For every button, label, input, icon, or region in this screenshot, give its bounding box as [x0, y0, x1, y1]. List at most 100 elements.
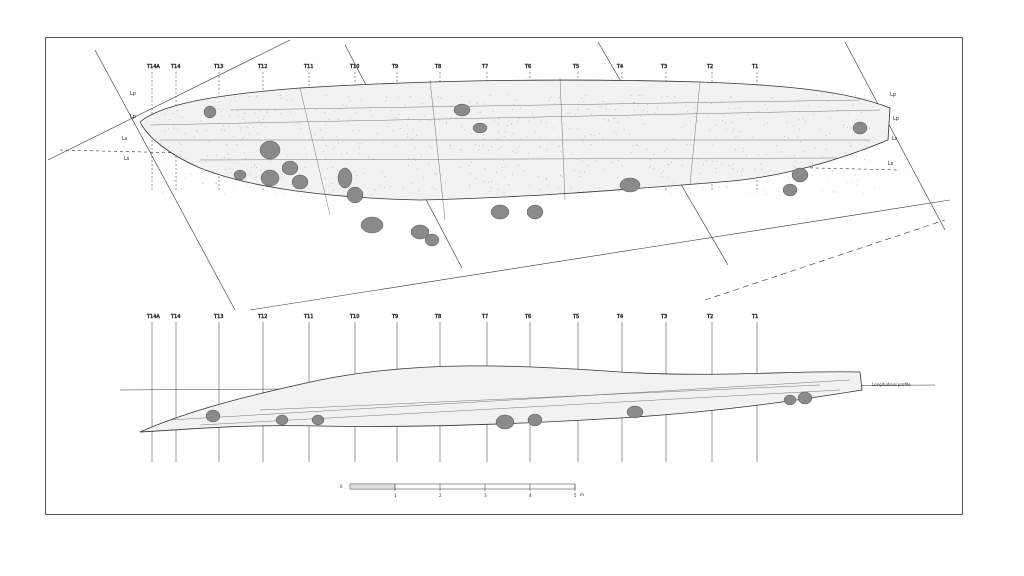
stipple-dot [567, 112, 569, 114]
stipple-dot [498, 131, 500, 132]
stipple-dot [431, 147, 433, 149]
stipple-dot [190, 173, 192, 175]
stipple-dot [716, 160, 718, 162]
stipple-dot [741, 174, 743, 176]
stipple-dot [563, 124, 565, 125]
profile-frame-label: T4 [616, 314, 623, 320]
stipple-dot [244, 152, 246, 154]
stipple-dot [812, 164, 814, 166]
stipple-dot [687, 187, 689, 189]
stipple-dot [280, 113, 282, 115]
stone [233, 169, 247, 181]
stipple-dot [515, 99, 517, 101]
stipple-dot [711, 143, 713, 145]
stipple-dot [766, 109, 768, 111]
stipple-dot [696, 181, 698, 183]
stipple-dot [475, 178, 477, 180]
stipple-dot [389, 186, 391, 188]
stipple-dot [200, 120, 202, 122]
stipple-dot [413, 158, 415, 160]
stipple-dot [244, 113, 246, 115]
profile-frame-label: T14A [146, 314, 160, 320]
stipple-dot [787, 176, 789, 178]
stipple-dot [849, 142, 851, 144]
stipple-dot [638, 94, 640, 96]
stipple-dot [613, 131, 615, 133]
stipple-dot [491, 181, 492, 183]
stipple-dot [201, 182, 203, 184]
scale-mark-label: 2 [439, 493, 442, 498]
stipple-dot [829, 117, 831, 119]
stipple-dot [416, 134, 418, 136]
stipple-dot [304, 167, 306, 169]
stipple-dot [299, 173, 301, 175]
stipple-dot [216, 154, 217, 156]
stipple-dot [428, 145, 430, 147]
stipple-dot [742, 168, 743, 170]
stipple-dot [241, 138, 243, 140]
stipple-dot [800, 161, 802, 163]
stipple-dot [280, 98, 282, 100]
stipple-dot [327, 168, 329, 170]
stipple-dot [324, 112, 326, 113]
stipple-dot [352, 130, 354, 132]
stipple-dot [421, 103, 423, 104]
stipple-dot [260, 169, 262, 171]
stipple-dot [303, 147, 305, 149]
stipple-dot [851, 155, 853, 157]
stipple-dot [180, 144, 182, 146]
plan-frame-label: T11 [303, 64, 313, 70]
plan-frame-label: T8 [434, 64, 441, 70]
stipple-dot [342, 104, 344, 106]
stipple-dot [667, 177, 669, 179]
stipple-dot [295, 190, 297, 192]
stipple-dot [371, 194, 373, 196]
stipple-dot [822, 156, 824, 158]
stipple-dot [455, 117, 457, 118]
stipple-dot [214, 105, 216, 107]
stipple-dot [511, 174, 513, 176]
stipple-dot [247, 127, 249, 129]
stipple-dot [546, 177, 548, 179]
stipple-dot [336, 136, 338, 138]
stipple-dot [328, 119, 330, 121]
stipple-dot [795, 161, 797, 163]
stipple-dot [670, 187, 672, 189]
stipple-dot [395, 145, 397, 147]
stipple-dot [244, 112, 246, 114]
profile-frame-label: T5 [572, 314, 579, 320]
stipple-dot [818, 164, 820, 165]
stipple-dot [459, 167, 460, 169]
stipple-dot [747, 113, 749, 115]
stipple-dot [577, 128, 578, 130]
stipple-dot [304, 188, 306, 190]
stone [346, 186, 364, 204]
stipple-dot [739, 107, 741, 109]
stipple-dot [219, 101, 221, 103]
stipple-dot [684, 125, 686, 127]
stipple-dot [233, 139, 235, 141]
stone [490, 204, 510, 220]
stipple-dot [869, 127, 870, 129]
stipple-dot [712, 160, 714, 162]
stipple-dot [561, 176, 563, 177]
stipple-dot [654, 112, 656, 114]
stipple-dot [512, 150, 514, 152]
stipple-dot [202, 182, 204, 184]
stipple-dot [255, 176, 257, 178]
stipple-dot [243, 136, 245, 138]
stipple-dot [826, 180, 828, 182]
stipple-dot [581, 138, 583, 140]
stipple-dot [539, 147, 541, 149]
stipple-dot [383, 186, 385, 188]
profile-frame-label: T12 [257, 314, 267, 320]
stipple-dot [384, 176, 386, 178]
stipple-dot [240, 129, 242, 131]
stipple-dot [516, 152, 517, 154]
stipple-dot [293, 124, 295, 126]
stipple-dot [420, 156, 422, 157]
stipple-dot [360, 99, 362, 101]
stone [797, 391, 813, 405]
stipple-dot [710, 102, 712, 104]
stipple-dot [611, 162, 613, 163]
